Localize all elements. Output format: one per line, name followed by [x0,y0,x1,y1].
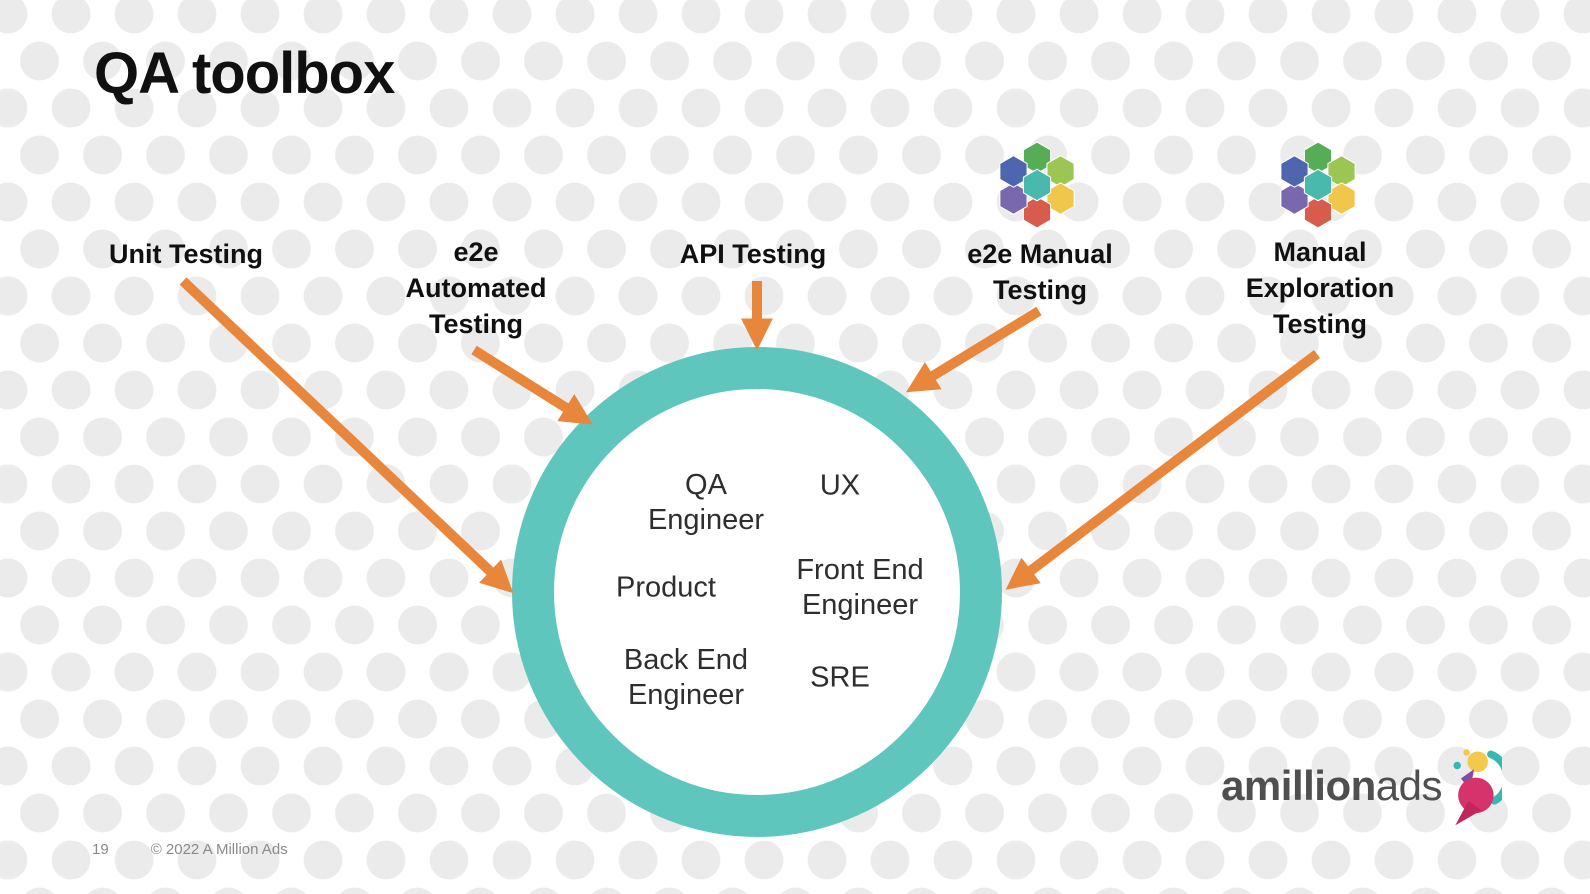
arrow-e2e-automated-testing [471,345,593,425]
footer: 19 © 2022 A Million Ads [92,841,288,858]
hexagon-cluster-icon [999,141,1075,229]
role-sre: SRE [810,661,870,694]
hexagon-cluster-icon [1277,140,1359,230]
copyright: © 2022 A Million Ads [150,841,288,858]
brand-logo-bold: amillion [1221,762,1376,809]
label-e2e-automated-testing: e2e Automated Testing [405,237,547,339]
arrow-e2e-manual-testing [905,306,1042,393]
role-ux: UX [819,469,861,502]
page-title: QA toolbox [94,41,395,106]
label-api-testing: API Testing [679,239,827,269]
label-unit-testing: Unit Testing [109,239,263,269]
role-product: Product [616,571,716,604]
brand-logo-light: ads [1375,762,1443,809]
role-qa-engineer: QA Engineer [647,469,765,536]
amillionads-mark-icon [1453,749,1502,826]
arrow-manual-exploration-testing [1005,350,1321,590]
label-manual-exploration-testing: Manual Exploration Testing [1245,237,1395,339]
page-number: 19 [92,841,109,858]
brand-logo-text: amillionads [1221,762,1442,810]
brand-logo: amillionads [1221,742,1502,830]
label-e2e-manual-testing: e2e Manual Testing [967,239,1113,305]
team-circle [512,347,1002,837]
role-back-end-engineer: Back End Engineer [623,644,749,711]
role-front-end-engineer: Front End Engineer [796,554,924,621]
